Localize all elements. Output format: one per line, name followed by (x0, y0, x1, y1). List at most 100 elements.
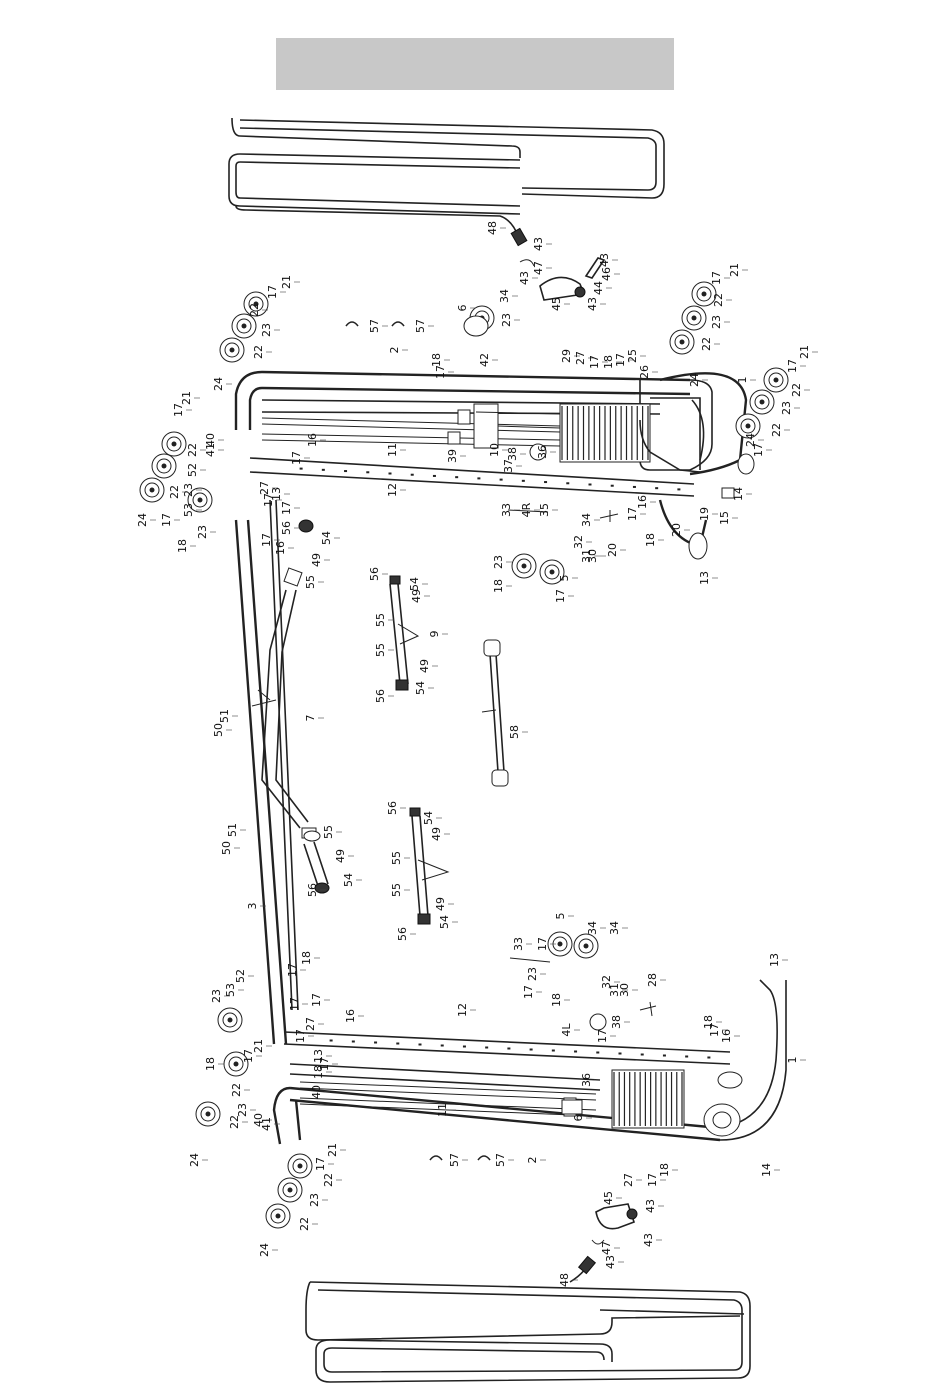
part-label-14: 14 (760, 1163, 773, 1177)
part-label-12: 12 (456, 1003, 469, 1017)
part-label-37: 37 (502, 459, 515, 473)
part-label-43: 43 (642, 1233, 655, 1247)
part-label-40: 40 (310, 1085, 323, 1099)
part-label-16: 16 (306, 433, 319, 447)
part-label-2: 2 (388, 347, 401, 354)
part-label-16: 16 (344, 1009, 357, 1023)
part-label-17: 17 (288, 997, 301, 1011)
part-label-2: 2 (526, 1157, 539, 1164)
part-label-17: 17 (752, 443, 765, 457)
part-label-47: 47 (532, 261, 545, 275)
part-label-56: 56 (374, 689, 387, 703)
part-label-29: 29 (560, 349, 573, 363)
part-label-11: 11 (386, 443, 399, 457)
part-label-17: 17 (290, 451, 303, 465)
part-label-17: 17 (160, 513, 173, 527)
part-label-36: 36 (580, 1073, 593, 1087)
part-label-10: 10 (488, 443, 501, 457)
part-number-labels: 2117222322242117404122522322532423171816… (136, 221, 818, 1287)
part-label-27: 27 (622, 1173, 635, 1187)
part-label-35: 35 (538, 503, 551, 517)
part-label-34: 34 (580, 513, 593, 527)
part-label-27: 27 (258, 481, 271, 495)
part-label-4L: 4L (560, 1023, 573, 1037)
part-label-7: 7 (304, 715, 317, 722)
part-label-38: 38 (610, 1015, 623, 1029)
lower-weight-stack (611, 1069, 743, 1137)
upper-weight-stack (473, 403, 651, 463)
part-label-57: 57 (368, 319, 381, 333)
part-label-1: 1 (736, 377, 749, 384)
part-label-18: 18 (430, 353, 443, 367)
title-bar (276, 38, 674, 90)
part-label-31: 31 (580, 549, 593, 563)
part-label-23: 23 (710, 315, 723, 329)
part-label-52: 52 (234, 969, 247, 983)
upper-column (249, 457, 695, 497)
part-8-handle (409, 807, 450, 925)
part-label-23: 23 (236, 1103, 249, 1117)
part-label-50: 50 (220, 841, 233, 855)
upper-stirrup-handle (519, 257, 606, 301)
part-label-22: 22 (252, 345, 265, 359)
part-label-17: 17 (434, 365, 447, 379)
part-label-6: 6 (572, 1115, 585, 1122)
lower-stirrup-handle (591, 1203, 638, 1245)
part-label-56: 56 (280, 521, 293, 535)
part-label-18: 18 (658, 1163, 671, 1177)
part-label-17: 17 (172, 403, 185, 417)
part-label-25: 25 (626, 349, 639, 363)
part-label-23: 23 (260, 323, 273, 337)
part-label-13: 13 (270, 487, 283, 501)
part-label-18: 18 (312, 1065, 325, 1079)
part-label-41: 41 (204, 443, 217, 457)
part-label-55: 55 (304, 575, 317, 589)
part-label-54: 54 (422, 811, 435, 825)
part-label-17: 17 (536, 937, 549, 951)
part-label-20: 20 (606, 543, 619, 557)
part-label-17: 17 (588, 355, 601, 369)
part-label-17: 17 (554, 589, 567, 603)
part-label-22: 22 (230, 1083, 243, 1097)
part-label-55: 55 (374, 613, 387, 627)
part-label-17: 17 (318, 1057, 331, 1071)
part-label-54: 54 (320, 531, 333, 545)
part-49-bar (298, 519, 330, 894)
part-label-49: 49 (430, 827, 443, 841)
part-label-48: 48 (486, 221, 499, 235)
part-label-21: 21 (326, 1143, 339, 1157)
part-label-18: 18 (176, 539, 189, 553)
part-58-bar (481, 639, 509, 787)
pulleys (139, 281, 789, 1229)
part-label-18: 18 (204, 1057, 217, 1071)
clips (345, 321, 491, 1161)
part-label-17: 17 (614, 353, 627, 367)
part-label-12: 12 (386, 483, 399, 497)
part-label-18: 18 (492, 579, 505, 593)
part-label-23: 23 (182, 483, 195, 497)
part-label-40: 40 (252, 1113, 265, 1127)
part-label-24: 24 (744, 433, 757, 447)
part-label-51: 51 (226, 823, 239, 837)
part-label-38: 38 (506, 447, 519, 461)
part-label-27: 27 (574, 351, 587, 365)
part-label-18: 18 (300, 951, 313, 965)
part-label-55: 55 (390, 883, 403, 897)
part-label-55: 55 (374, 643, 387, 657)
bottom-cable (305, 1255, 751, 1383)
part-label-23: 23 (780, 401, 793, 415)
part-label-43: 43 (604, 1255, 617, 1269)
part-label-43: 43 (598, 253, 611, 267)
part-label-56: 56 (306, 883, 319, 897)
part-label-27: 27 (304, 1017, 317, 1031)
part-label-17: 17 (646, 1173, 659, 1187)
part-label-24: 24 (212, 377, 225, 391)
top-beam (234, 499, 299, 1045)
part-label-54: 54 (342, 873, 355, 887)
part-label-32: 32 (572, 535, 585, 549)
part-label-14: 14 (732, 487, 745, 501)
part-label-17: 17 (286, 963, 299, 977)
part-label-22: 22 (228, 1115, 241, 1129)
part-label-33: 33 (500, 503, 513, 517)
part-label-11: 11 (436, 1103, 449, 1117)
